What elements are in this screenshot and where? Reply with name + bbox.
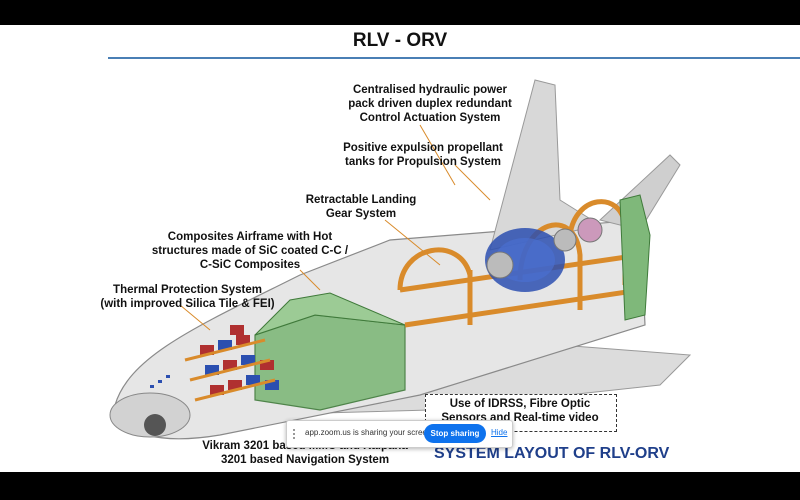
title-underline [108, 57, 800, 59]
label-landing-gear: Retractable Landing Gear System [305, 194, 417, 220]
label-hydraulic: Centralised hydraulic power pack driven … [348, 84, 512, 124]
screen-share-notification-bar: app.zoom.us is sharing your screen. Stop… [286, 420, 513, 448]
slide-title: RLV - ORV [352, 30, 448, 51]
drag-handle-icon[interactable] [293, 429, 298, 439]
label-propellant: Positive expulsion propellant tanks for … [343, 142, 503, 168]
stop-sharing-button[interactable]: Stop sharing [424, 424, 486, 443]
label-tps: Thermal Protection System (with improved… [100, 284, 275, 310]
hide-link[interactable]: Hide [491, 428, 508, 437]
avionics-racks [184, 325, 279, 402]
aft-section [619, 194, 651, 321]
bottom-letterbox [0, 472, 800, 500]
structural-frames [397, 199, 641, 328]
forward-windows [150, 375, 170, 388]
nose-gear [144, 414, 166, 436]
label-airframe: Composites Airframe with Hot structures … [151, 231, 349, 271]
top-letterbox [0, 0, 800, 25]
rlv-vehicle-illustration [109, 79, 692, 440]
leader-lines [179, 124, 491, 331]
system-layout-caption: SYSTEM LAYOUT OF RLV-ORV [434, 445, 670, 462]
share-message: app.zoom.us is sharing your screen. [305, 428, 434, 437]
avionics-bay [254, 314, 406, 411]
nose-section [109, 392, 191, 438]
presentation-slide: RLV - ORV [0, 25, 800, 472]
